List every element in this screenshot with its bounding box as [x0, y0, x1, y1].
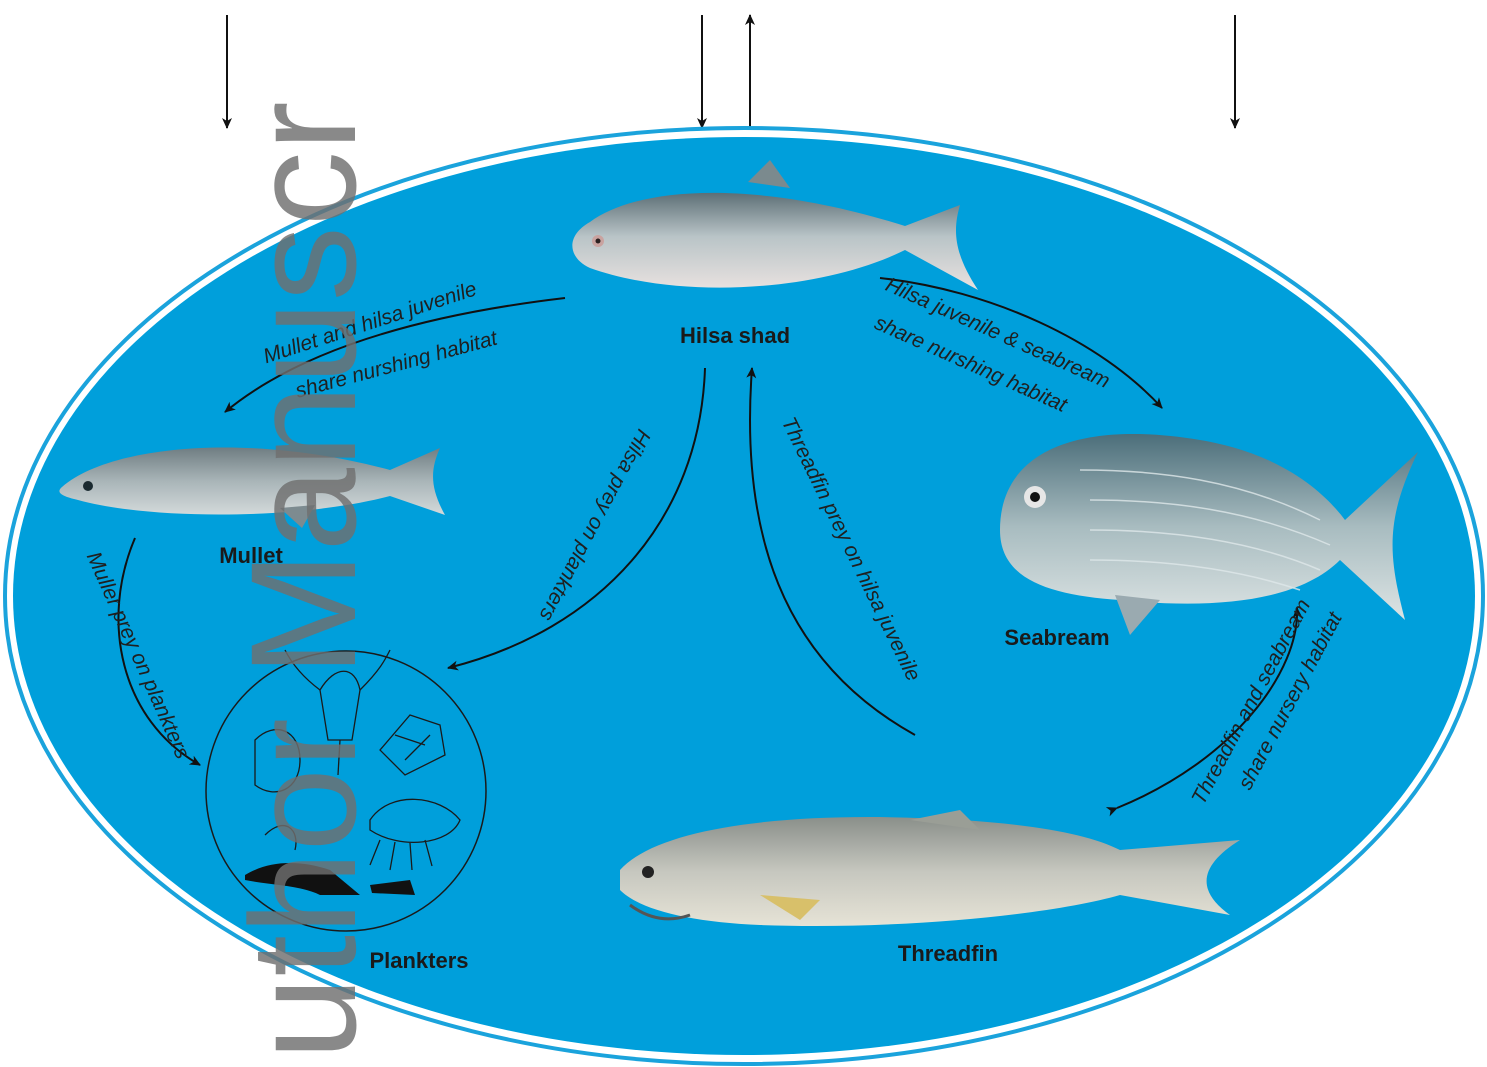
label-threadfin: Threadfin [898, 941, 998, 966]
manuscript-watermark: uthor Manuscr [219, 101, 387, 1060]
label-seabream: Seabream [1004, 625, 1109, 650]
label-hilsa-shad: Hilsa shad [680, 323, 790, 348]
